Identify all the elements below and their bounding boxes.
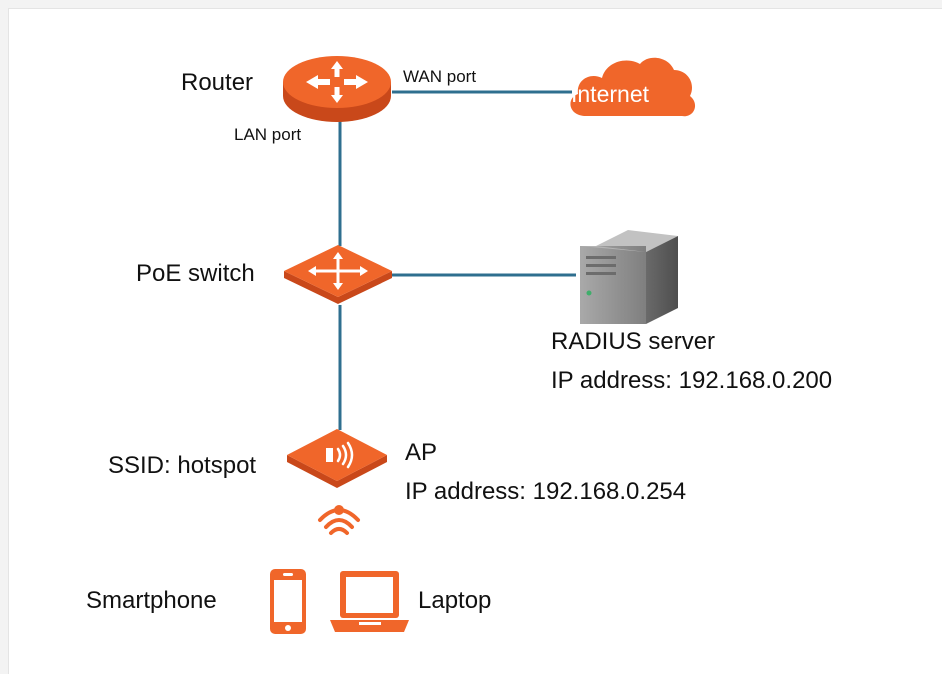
lan-port-label: LAN port <box>234 125 301 144</box>
smartphone-label: Smartphone <box>86 587 217 614</box>
router-icon <box>283 56 391 122</box>
laptop-label: Laptop <box>418 587 491 614</box>
internet-label: Internet <box>571 81 650 107</box>
switch-icon <box>284 245 392 304</box>
poe-switch-label: PoE switch <box>136 260 255 287</box>
smartphone-icon <box>270 569 306 634</box>
links <box>338 90 576 430</box>
server-icon <box>580 230 678 324</box>
ssid-label: SSID: hotspot <box>108 452 256 479</box>
ap-label: AP <box>405 439 437 466</box>
access-point-icon <box>287 429 387 488</box>
router-label: Router <box>181 69 253 96</box>
ap-ip: IP address: 192.168.0.254 <box>405 478 686 505</box>
wan-port-label: WAN port <box>403 67 476 86</box>
laptop-icon <box>330 571 409 632</box>
radius-server-label: RADIUS server <box>551 328 715 355</box>
wifi-signal-icon <box>318 505 360 535</box>
cloud-icon <box>570 57 696 117</box>
diagram-canvas <box>8 8 942 674</box>
radius-server-ip: IP address: 192.168.0.200 <box>551 367 832 394</box>
